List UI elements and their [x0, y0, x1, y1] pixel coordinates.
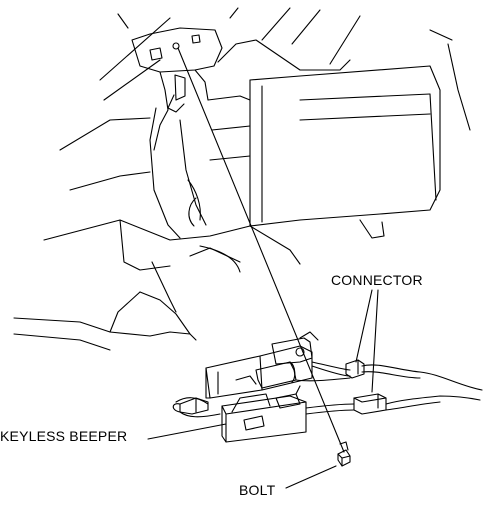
bolt-part — [337, 441, 351, 467]
vehicle-body-structure — [13, 7, 471, 351]
wire-harness — [175, 361, 483, 418]
connector-parts — [345, 359, 387, 415]
leader-lines — [147, 47, 379, 489]
connector-label: CONNECTOR — [331, 272, 423, 288]
keyless-beeper-label: KEYLESS BEEPER — [0, 428, 128, 444]
bolt-label: BOLT — [239, 482, 276, 498]
keyless-beeper-assembly — [172, 331, 319, 443]
